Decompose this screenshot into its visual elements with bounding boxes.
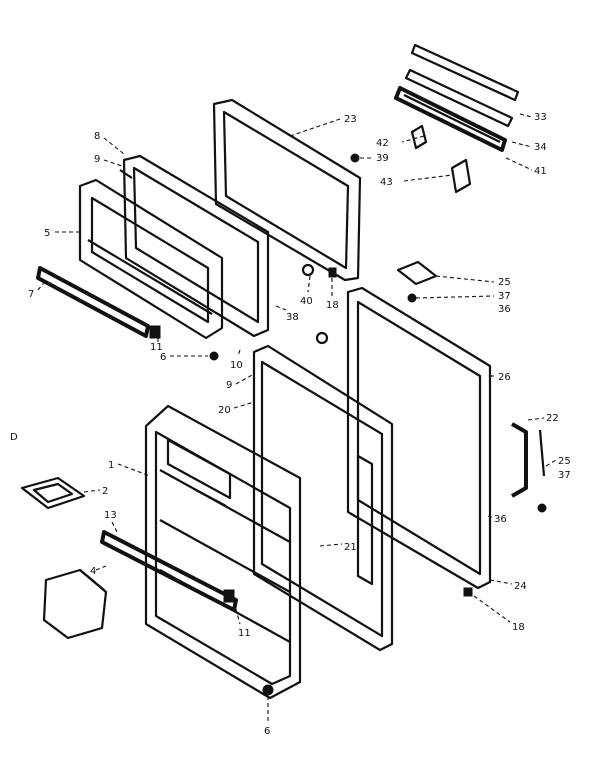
screw-39 [350, 153, 360, 163]
callout-13: 13 [104, 510, 117, 521]
callout-6: 6 [160, 352, 166, 363]
callout-33: 33 [534, 112, 547, 123]
trim-rail-41 [394, 86, 507, 152]
callout-10: 10 [230, 360, 243, 371]
corner-mark: D [10, 432, 18, 443]
callout-40: 40 [300, 296, 313, 307]
callout-36: 36 [498, 304, 511, 315]
hinge-pin-6-lower [262, 684, 274, 696]
door-handle-22 [511, 422, 547, 513]
callout-41: 41 [534, 166, 547, 177]
callout-37: 37 [498, 291, 511, 302]
callout-8: 8 [94, 131, 100, 142]
callout-21: 21 [344, 542, 357, 553]
trim-strip-34 [404, 68, 514, 128]
crisper-bin-4 [42, 568, 108, 640]
callout-labels: 33 34 41 23 42 39 43 8 9 5 7 25 37 36 40… [10, 112, 571, 737]
callout-38: 38 [286, 312, 299, 323]
ice-tray-2 [20, 476, 86, 510]
callout-4: 4 [90, 566, 96, 577]
callout-23: 23 [344, 114, 357, 125]
callout-24: 24 [514, 581, 527, 592]
screw-18-lower [463, 587, 473, 597]
hinge-pin-6-upper [209, 351, 219, 361]
bushing-40 [301, 263, 315, 277]
callout-20: 20 [218, 405, 231, 416]
callout-7: 7 [28, 289, 34, 300]
callout-22: 22 [546, 413, 559, 424]
callout-37-lower: 37 [558, 470, 571, 481]
cabinet-door-liner-1 [144, 404, 302, 700]
callout-9: 9 [94, 154, 100, 165]
hinge-plate-25 [396, 260, 438, 303]
callout-36-lower: 36 [494, 514, 507, 525]
callout-11-lower: 11 [238, 628, 251, 639]
hinge-bracket-11 [149, 325, 161, 339]
freezer-door-frame-23 [212, 98, 362, 282]
hinge-part-43 [450, 158, 472, 194]
callout-42: 42 [376, 138, 389, 149]
callout-25-lower: 25 [558, 456, 571, 467]
callout-9-lower: 9 [226, 380, 232, 391]
callout-2: 2 [102, 486, 108, 497]
callout-1: 1 [108, 460, 114, 471]
callout-11: 11 [150, 342, 163, 353]
screw-18 [328, 267, 337, 278]
freezer-door-outer [119, 154, 270, 338]
callout-43: 43 [380, 177, 393, 188]
callout-18: 18 [326, 300, 339, 311]
freezer-door-liner-5 [78, 178, 224, 340]
washer-38 [315, 331, 329, 345]
leader-lines [37, 113, 557, 722]
door-shelf-7 [36, 266, 150, 338]
callout-25: 25 [498, 277, 511, 288]
callout-39: 39 [376, 153, 389, 164]
fresh-food-door-frame-26 [346, 286, 492, 590]
hinge-pin-11-lower [223, 589, 235, 603]
callout-6-lower: 6 [264, 726, 270, 737]
trim-strip-33 [410, 43, 520, 102]
fresh-food-door-outer [252, 344, 394, 652]
callout-34: 34 [534, 142, 547, 153]
hinge-part-42 [410, 124, 428, 150]
shelf-rail-13 [100, 530, 238, 612]
callout-18-lower: 18 [512, 622, 525, 633]
callout-26: 26 [498, 372, 511, 383]
callout-5: 5 [44, 228, 50, 239]
